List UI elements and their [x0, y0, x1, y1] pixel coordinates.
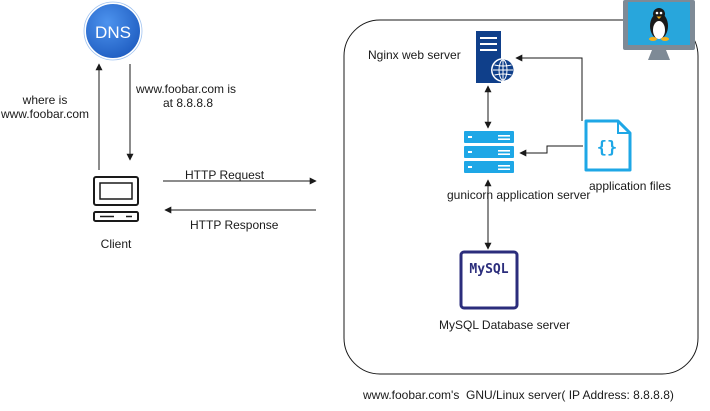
dns-icon-text: DNS — [95, 23, 131, 42]
client-monitor-icon — [93, 176, 139, 222]
mysql-database-icon: MySQL — [459, 250, 519, 310]
nginx-label: Nginx web server — [368, 48, 461, 62]
app-files-to-gunicorn-connector — [519, 145, 583, 157]
client-label: Client — [100, 237, 132, 251]
application-files-label: application files — [589, 179, 672, 193]
http-response-label: HTTP Response — [190, 218, 279, 232]
dns-query-label-line1: where is — [22, 93, 68, 107]
dns-answer-label: www.foobar.com is at 8.8.8.8 — [136, 82, 236, 110]
app-files-icon-text: {} — [597, 138, 617, 158]
dns-query-label-line2: www.foobar.com — [0, 107, 90, 121]
dns-query-label: where is www.foobar.com — [0, 93, 90, 121]
gunicorn-server-icon — [464, 131, 514, 173]
server-caption: www.foobar.com's GNU/Linux server( IP Ad… — [363, 388, 674, 402]
mysql-icon-text: MySQL — [469, 262, 508, 277]
dns-answer-label-line2: at 8.8.8.8 — [163, 96, 214, 110]
http-request-label: HTTP Request — [185, 168, 265, 182]
gunicorn-label: gunicorn application server — [447, 188, 591, 202]
dns-answer-label-line1: www.foobar.com is — [136, 82, 237, 96]
mysql-label: MySQL Database server — [439, 318, 570, 332]
linux-monitor-icon — [623, 0, 695, 60]
server-boundary — [343, 19, 699, 375]
dns-globe-icon: DNS — [83, 1, 143, 61]
app-files-to-nginx-connector — [515, 54, 583, 121]
application-files-icon: {} — [584, 119, 632, 172]
nginx-server-icon — [476, 31, 515, 83]
